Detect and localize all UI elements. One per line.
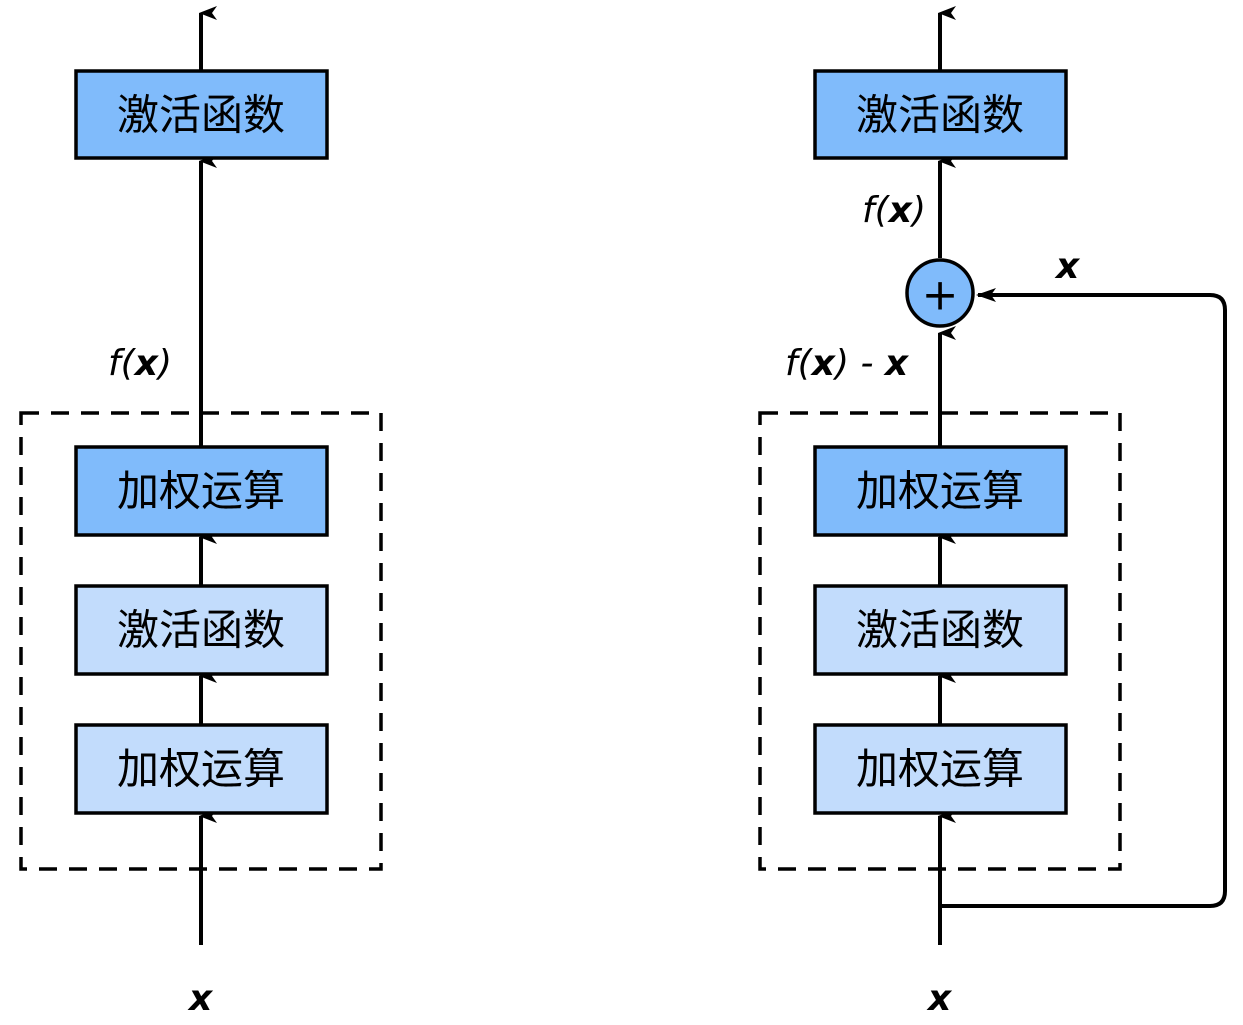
left-activation-top-box: 激活函数 (74, 69, 329, 160)
left-activation-mid-label: 激活函数 (117, 606, 285, 655)
left-fx-label: f(x) (108, 343, 172, 384)
left-input-label: x (187, 978, 214, 1019)
right-addition-node: + (905, 258, 975, 328)
left-activation-mid-box: 激活函数 (74, 584, 329, 676)
left-weight-top-label: 加权运算 (117, 467, 285, 516)
right-activation-top-box: 激活函数 (813, 69, 1068, 160)
left-activation-top-label: 激活函数 (117, 91, 285, 140)
left-weight-bottom-label: 加权运算 (117, 745, 285, 794)
right-shortcut-label: x (1054, 246, 1081, 287)
right-input-label: x (926, 978, 953, 1019)
right-weight-bottom-label: 加权运算 (856, 745, 1024, 794)
right-fx-label: f(x) (862, 190, 926, 231)
left-diagram: 激活函数 加权运算 激活函数 加权运算 f(x) x (19, 6, 383, 1019)
right-diagram: + 激活函数 加权运算 激活函数 加权运算 f(x) f(x) - x x x (758, 6, 1227, 1019)
right-activation-top-label: 激活函数 (856, 91, 1024, 140)
plus-icon: + (922, 270, 959, 321)
right-weight-bottom-box: 加权运算 (813, 723, 1068, 815)
left-weight-top-box: 加权运算 (74, 445, 329, 537)
right-activation-mid-label: 激活函数 (856, 606, 1024, 655)
right-shortcut-connection (940, 288, 1227, 908)
right-weight-top-label: 加权运算 (856, 467, 1024, 516)
left-weight-bottom-box: 加权运算 (74, 723, 329, 815)
right-weight-top-box: 加权运算 (813, 445, 1068, 537)
right-residual-label: f(x) - x (785, 343, 910, 384)
right-activation-mid-box: 激活函数 (813, 584, 1068, 676)
